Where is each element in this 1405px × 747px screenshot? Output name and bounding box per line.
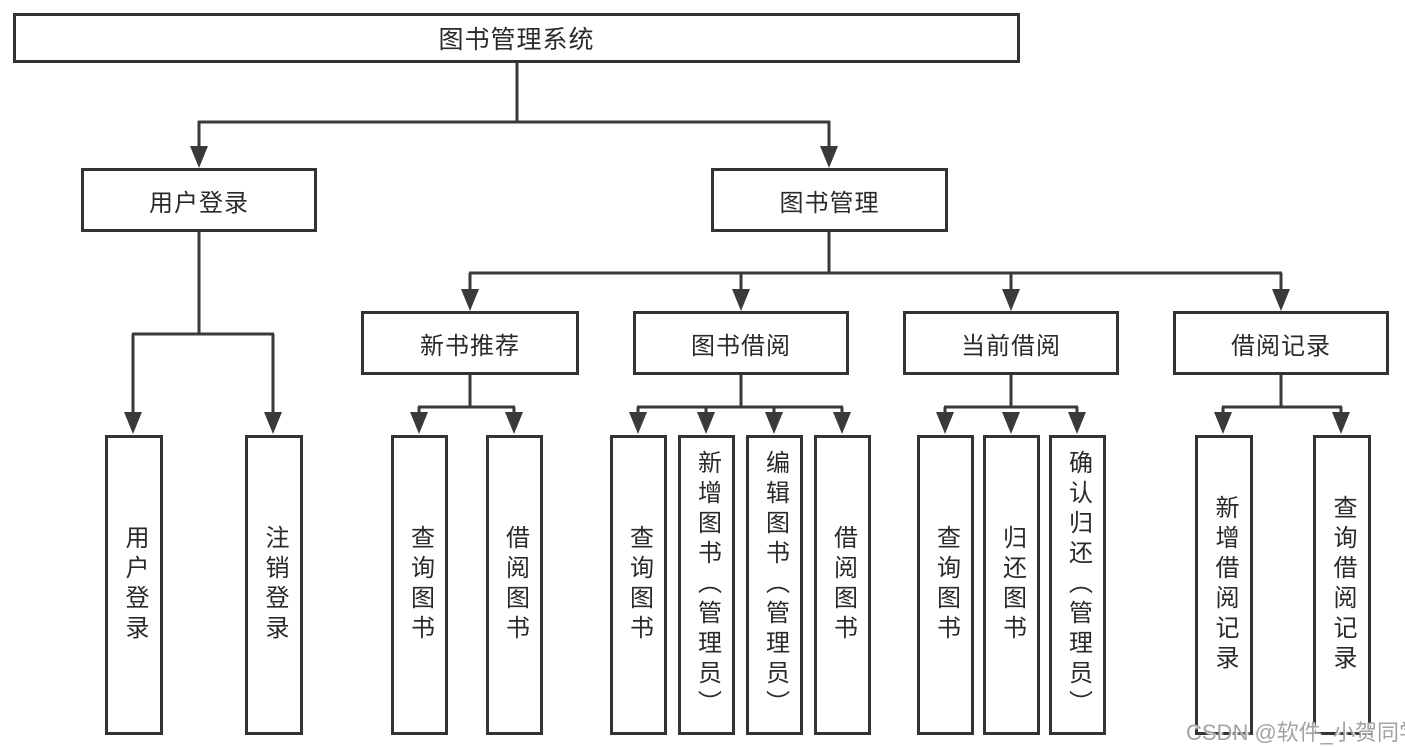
arrowheads bbox=[124, 146, 1350, 434]
arrowhead bbox=[820, 146, 838, 168]
leaf-edit-book-admin-label: 编辑图书（管理员） bbox=[761, 450, 789, 720]
leaf-query-book-1-label: 查询图书 bbox=[406, 525, 434, 645]
node-new-book-rec-label: 新书推荐 bbox=[420, 332, 520, 360]
csdn-watermark: CSDN @软件_小贺同学 bbox=[1186, 720, 1405, 745]
node-current-borrow: 当前借阅 bbox=[903, 311, 1119, 375]
edge-newbookrec-stem bbox=[417, 375, 516, 416]
leaf-user-login-label: 用户登录 bbox=[121, 525, 148, 645]
leaf-confirm-return-admin-label: 确认归还（管理员） bbox=[1064, 450, 1092, 720]
leaf-borrow-book-2-label: 借阅图书 bbox=[829, 525, 857, 645]
leaf-borrow-book-2: 借阅图书 bbox=[814, 435, 871, 735]
arrowhead bbox=[1068, 412, 1086, 434]
node-user-login-label: 用户登录 bbox=[149, 189, 249, 217]
edge-currentborrow-stem bbox=[943, 375, 1079, 416]
leaf-logout: 注销登录 bbox=[245, 435, 303, 735]
edge-bookborrow-stem bbox=[636, 375, 844, 416]
leaf-confirm-return-admin: 确认归还（管理员） bbox=[1049, 435, 1106, 735]
arrowhead bbox=[410, 412, 428, 434]
leaf-logout-label: 注销登录 bbox=[261, 525, 288, 645]
arrowhead bbox=[833, 412, 851, 434]
edge-bookmgmt-stem bbox=[468, 232, 1283, 294]
node-new-book-rec: 新书推荐 bbox=[361, 311, 579, 375]
node-book-mgmt-label: 图书管理 bbox=[779, 189, 880, 217]
leaf-add-book-admin: 新增图书（管理员） bbox=[678, 435, 735, 735]
node-root: 图书管理系统 bbox=[13, 13, 1020, 63]
leaf-return-book-label: 归还图书 bbox=[998, 525, 1026, 645]
leaf-edit-book-admin: 编辑图书（管理员） bbox=[746, 435, 803, 735]
leaf-add-book-admin-label: 新增图书（管理员） bbox=[693, 450, 721, 720]
edge-borrowrecord-stem bbox=[1221, 375, 1343, 416]
arrowhead bbox=[1002, 289, 1020, 311]
leaf-query-book-3-label: 查询图书 bbox=[932, 525, 960, 645]
node-book-borrow: 图书借阅 bbox=[633, 311, 849, 375]
arrowhead bbox=[1002, 412, 1020, 434]
leaf-query-book-1: 查询图书 bbox=[391, 435, 448, 735]
edge-root-stem bbox=[197, 63, 831, 150]
leaf-query-book-2: 查询图书 bbox=[610, 435, 667, 735]
edge-userlogin-stem bbox=[131, 232, 275, 416]
arrowhead bbox=[1214, 412, 1232, 434]
leaf-user-login: 用户登录 bbox=[105, 435, 163, 735]
node-borrow-record: 借阅记录 bbox=[1173, 311, 1389, 375]
leaf-return-book: 归还图书 bbox=[983, 435, 1040, 735]
arrowhead bbox=[505, 412, 523, 434]
node-user-login: 用户登录 bbox=[81, 168, 317, 232]
leaf-query-book-2-label: 查询图书 bbox=[625, 525, 653, 645]
arrowhead bbox=[1332, 412, 1350, 434]
arrowhead bbox=[124, 412, 142, 434]
leaf-borrow-book-1-label: 借阅图书 bbox=[501, 525, 529, 645]
node-borrow-record-label: 借阅记录 bbox=[1231, 332, 1331, 360]
arrowhead bbox=[697, 412, 715, 434]
leaf-add-borrow-record: 新增借阅记录 bbox=[1195, 435, 1253, 735]
leaf-query-borrow-record-label: 查询借阅记录 bbox=[1329, 495, 1356, 675]
arrowhead bbox=[765, 412, 783, 434]
node-book-mgmt: 图书管理 bbox=[711, 168, 948, 232]
arrowhead bbox=[461, 289, 479, 311]
arrowhead bbox=[1272, 289, 1290, 311]
leaf-query-borrow-record: 查询借阅记录 bbox=[1313, 435, 1371, 735]
arrowhead bbox=[629, 412, 647, 434]
arrowhead bbox=[190, 146, 208, 168]
leaf-add-borrow-record-label: 新增借阅记录 bbox=[1211, 495, 1238, 675]
leaf-borrow-book-1: 借阅图书 bbox=[486, 435, 543, 735]
node-book-borrow-label: 图书借阅 bbox=[691, 332, 791, 360]
arrowhead bbox=[936, 412, 954, 434]
arrowhead bbox=[264, 412, 282, 434]
node-root-label: 图书管理系统 bbox=[438, 26, 595, 54]
arrowhead bbox=[732, 289, 750, 311]
leaf-query-book-3: 查询图书 bbox=[917, 435, 974, 735]
node-current-borrow-label: 当前借阅 bbox=[961, 332, 1061, 360]
